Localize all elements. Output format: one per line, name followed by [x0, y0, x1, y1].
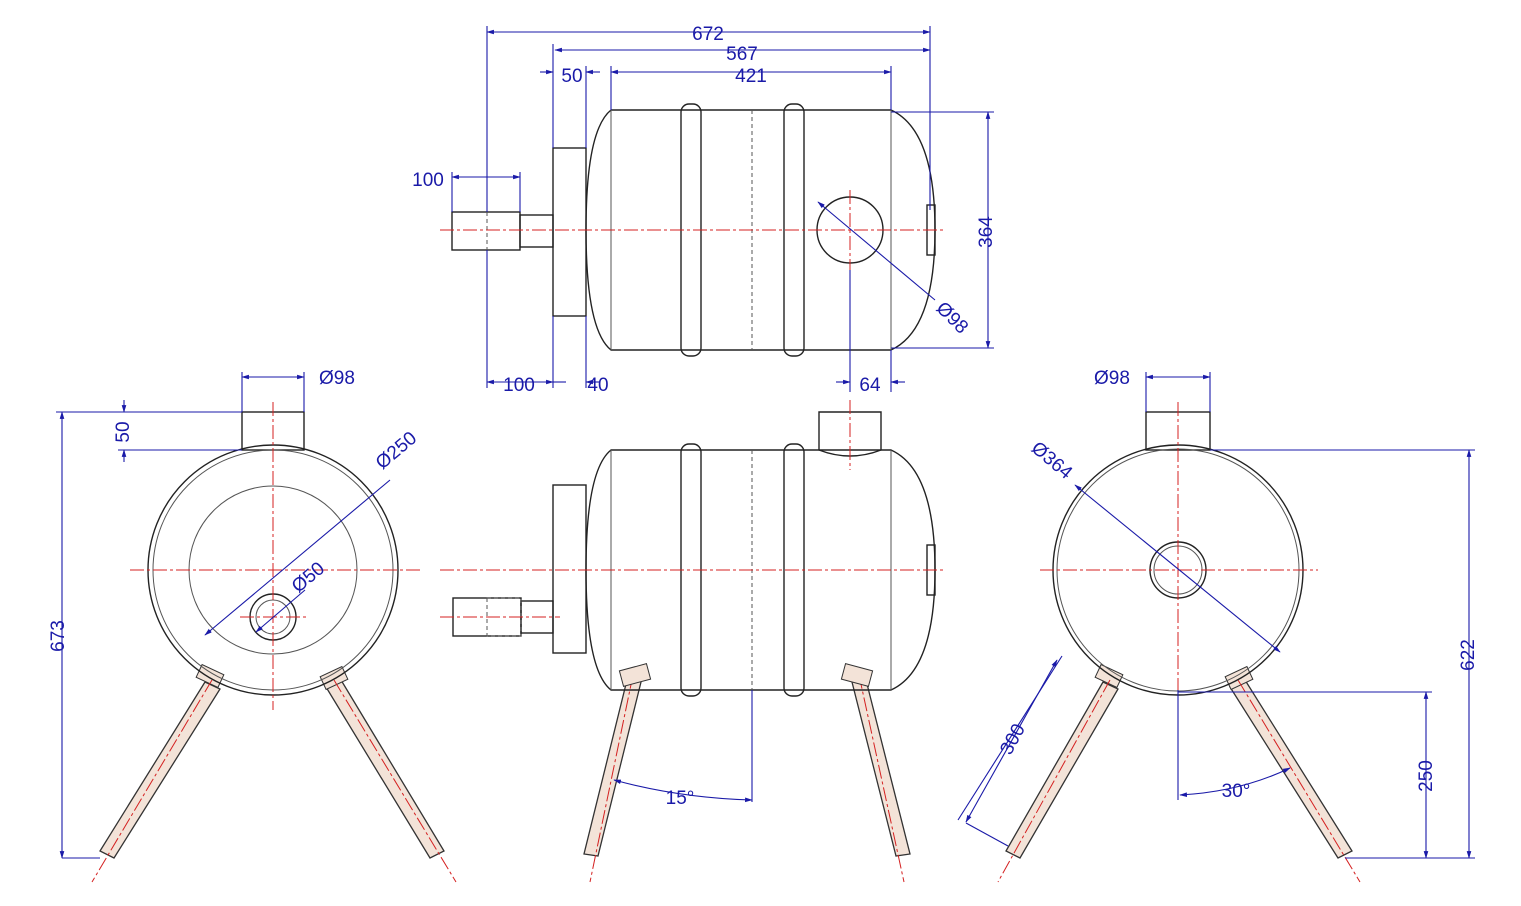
left-leg-1	[99, 681, 221, 859]
dim-100-pipe: 100	[412, 170, 444, 191]
right-leg-1	[1005, 681, 1119, 859]
dim-622: 622	[1458, 639, 1479, 671]
dim-50-top: 50	[561, 66, 582, 87]
dim-50-left: 50	[113, 421, 134, 442]
top-flange	[552, 147, 587, 317]
front-leg-1	[583, 679, 642, 857]
right-end-view: Ø98 Ø364 300 30° 250 622	[957, 368, 1479, 883]
dim-98-right: Ø98	[1094, 368, 1130, 389]
left-leg-2	[325, 679, 445, 859]
dim-98-left: Ø98	[319, 368, 355, 389]
dim-364-top: 364	[976, 216, 997, 248]
front-flange	[552, 484, 587, 654]
dim-364-right: Ø364	[1027, 438, 1076, 484]
dim-30deg: 30°	[1222, 781, 1251, 802]
front-view: 15°	[440, 400, 945, 883]
top-pipe	[451, 211, 521, 251]
dim-15deg: 15°	[666, 788, 695, 809]
right-leg-2	[1229, 679, 1353, 859]
dim-50-inner: Ø50	[288, 558, 329, 597]
dim-250-right: 250	[1416, 760, 1437, 792]
dim-64: 64	[859, 375, 881, 396]
top-view: 672 567 421 50 100 364 Ø98 100 40	[412, 24, 997, 396]
dim-98-top: Ø98	[932, 298, 972, 338]
dim-672: 672	[692, 24, 724, 45]
dim-421: 421	[735, 66, 767, 87]
left-end-view: Ø98 50 Ø250 Ø50 673	[48, 368, 457, 883]
dim-567: 567	[726, 44, 758, 65]
dim-300: 300	[996, 720, 1029, 758]
dim-250: Ø250	[372, 428, 421, 474]
dim-40: 40	[587, 375, 608, 396]
front-leg-2	[851, 679, 911, 857]
dim-673: 673	[48, 620, 69, 652]
dim-100-bottom: 100	[503, 375, 535, 396]
